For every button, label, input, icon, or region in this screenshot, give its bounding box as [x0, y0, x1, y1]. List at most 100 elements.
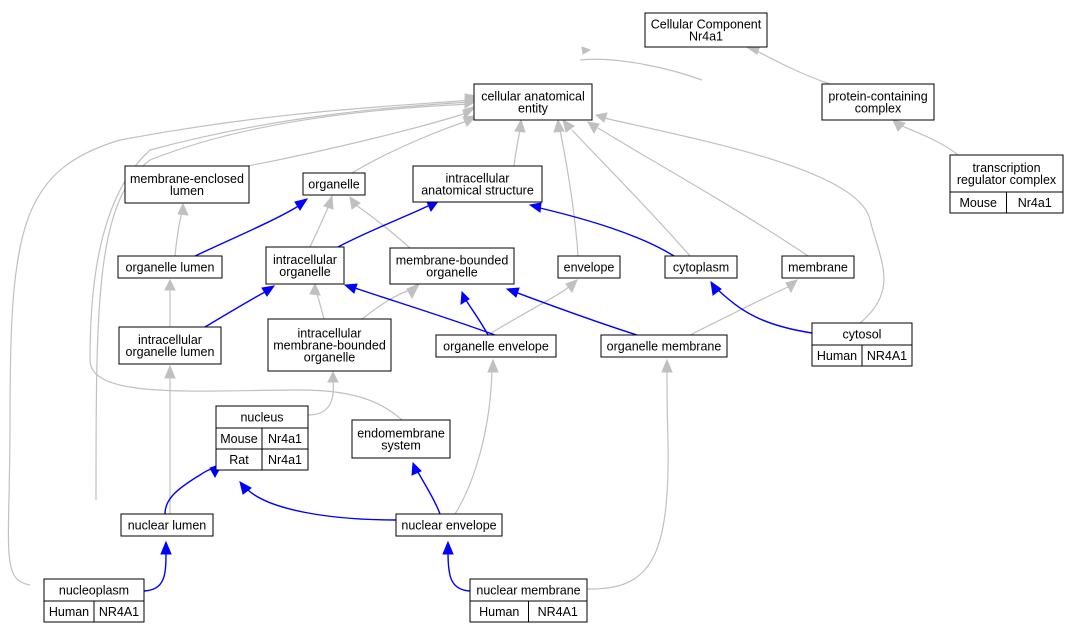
- node-label: system: [381, 439, 421, 453]
- node-nuclear-envelope[interactable]: nuclear envelope: [395, 513, 503, 537]
- node-box: [821, 83, 935, 121]
- is-a-edge-line: [487, 285, 571, 336]
- is-a-edge-arrowhead: [327, 370, 339, 383]
- part-of-edge-arrowhead: [160, 540, 172, 555]
- is-a-edge-25: [586, 358, 673, 590]
- part-of-edge-line: [337, 204, 431, 248]
- is-a-edge-arrowhead: [349, 196, 361, 210]
- is-a-edge-7: [553, 118, 579, 257]
- is-a-edge-line: [315, 291, 325, 320]
- annotation-species-label: Human: [817, 349, 857, 363]
- node-box: [473, 83, 593, 121]
- node-nuclear-lumen[interactable]: nuclear lumen: [120, 513, 214, 537]
- annotation-species-cell: Human: [469, 600, 529, 623]
- part-of-edge-arrowhead: [343, 283, 358, 294]
- node-organelle-lumen[interactable]: organelle lumen: [117, 255, 223, 279]
- part-of-edge-13: [442, 540, 471, 592]
- node-label: nuclear lumen: [128, 519, 207, 533]
- is-a-edge-arrowhead: [487, 358, 499, 373]
- is-a-edge-21: [689, 279, 798, 336]
- node-label: nuclear membrane: [476, 584, 580, 598]
- node-membrane[interactable]: membrane: [781, 255, 855, 279]
- is-a-edge-arrowhead: [164, 278, 176, 291]
- node-label: organelle lumen: [126, 261, 215, 275]
- node-label: nucleus: [240, 411, 283, 425]
- part-of-edge-arrowhead: [442, 540, 454, 555]
- node-cytoplasm[interactable]: cytoplasm: [664, 255, 738, 279]
- annotation-gene-cell: Nr4a1: [1006, 191, 1064, 214]
- is-a-edge-16: [349, 196, 411, 249]
- is-a-edge-arrowhead: [594, 112, 608, 123]
- annotation-species-label: Mouse: [959, 196, 997, 210]
- is-a-edge-line: [307, 379, 335, 416]
- node-box: [267, 318, 392, 372]
- is-a-edge-13: [89, 96, 478, 421]
- node-organelle-envelope[interactable]: organelle envelope: [435, 334, 557, 358]
- is-a-edge-line: [586, 369, 669, 590]
- node-box: [265, 246, 345, 285]
- node-label: membrane-bounded: [273, 339, 386, 353]
- node-label: complex: [855, 102, 902, 116]
- node-box: [117, 255, 223, 279]
- is-a-edge-arrowhead: [587, 121, 600, 135]
- is-a-edge-line: [355, 204, 411, 249]
- node-label: transcription: [972, 161, 1040, 175]
- node-box: [664, 255, 738, 279]
- node-label: membrane-enclosed: [130, 172, 244, 186]
- annotation-species-label: Human: [479, 605, 519, 619]
- annotation-gene-label: Nr4a1: [268, 453, 302, 467]
- is-a-edge-arrowhead: [309, 282, 321, 296]
- part-of-edge-arrowhead: [528, 202, 542, 213]
- node-organelle[interactable]: organelle: [302, 172, 366, 196]
- node-label: membrane-bounded: [396, 254, 509, 268]
- node-label: organelle membrane: [607, 340, 722, 354]
- is-a-edge-line: [513, 129, 521, 167]
- part-of-edge-line: [354, 287, 496, 336]
- annotation-cell-bg: [1006, 191, 1064, 214]
- node-label: intracellular: [273, 253, 337, 267]
- edges-layer: [7, 44, 959, 592]
- annotation-cell-bg: [261, 448, 309, 471]
- annotation-species-label: Mouse: [220, 432, 258, 446]
- node-label: anatomical structure: [421, 184, 534, 198]
- part-of-edge-line: [247, 489, 397, 521]
- is-a-edge-arrowhead: [323, 194, 334, 210]
- annotation-cell-bg: [528, 600, 588, 623]
- node-organelle-membrane[interactable]: organelle membrane: [600, 334, 728, 358]
- part-of-edge-line: [514, 291, 638, 336]
- is-a-edge-line: [95, 103, 473, 501]
- node-box: [395, 513, 503, 537]
- is-a-edge-1: [579, 46, 703, 81]
- part-of-edge-line: [164, 468, 217, 515]
- annotation-gene-cell: Nr4a1: [261, 448, 309, 471]
- is-a-edge-arrowhead: [565, 279, 578, 293]
- annotation-species-label: Rat: [229, 453, 249, 467]
- annotation-gene-label: Nr4a1: [1018, 196, 1052, 210]
- annotation-gene-label: Nr4a1: [268, 432, 302, 446]
- is-a-edge-2: [743, 44, 831, 85]
- node-label: intracellular: [446, 172, 510, 186]
- part-of-edge-5: [460, 290, 489, 336]
- annotation-species-cell: Mouse: [949, 191, 1007, 214]
- annotation-gene-label: NR4A1: [538, 605, 578, 619]
- part-of-edge-9: [164, 463, 224, 515]
- part-of-edge-3: [204, 285, 276, 328]
- part-of-edge-4: [343, 283, 496, 336]
- node-envelope[interactable]: envelope: [557, 255, 621, 279]
